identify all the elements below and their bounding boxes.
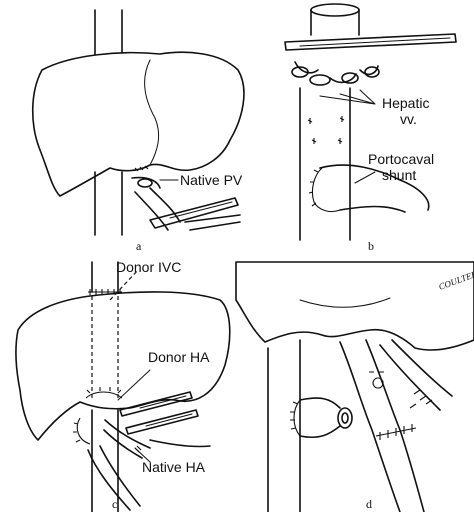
panel-letter-c: c — [112, 497, 117, 511]
panel-letter-a: a — [136, 239, 142, 253]
label-hepatic: Hepatic — [382, 95, 429, 111]
label-donor-ivc: Donor IVC — [116, 259, 181, 275]
panel-letter-d: d — [366, 497, 372, 511]
panel-b: Hepatic vv. Portocaval shunt b — [284, 3, 457, 253]
label-portocaval: Portocaval — [368, 151, 434, 167]
panel-a: Native PV a — [31, 9, 245, 253]
label-vv: vv. — [400, 111, 417, 127]
label-native-pv: Native PV — [180, 172, 243, 188]
label-donor-ha: Donor HA — [148, 349, 210, 365]
panel-letter-b: b — [368, 239, 374, 253]
label-shunt: shunt — [382, 167, 416, 183]
panel-d: COULTER d — [235, 261, 474, 512]
panel-c: Donor IVC Donor HA Native HA c — [15, 259, 231, 512]
label-native-ha: Native HA — [142, 459, 206, 475]
